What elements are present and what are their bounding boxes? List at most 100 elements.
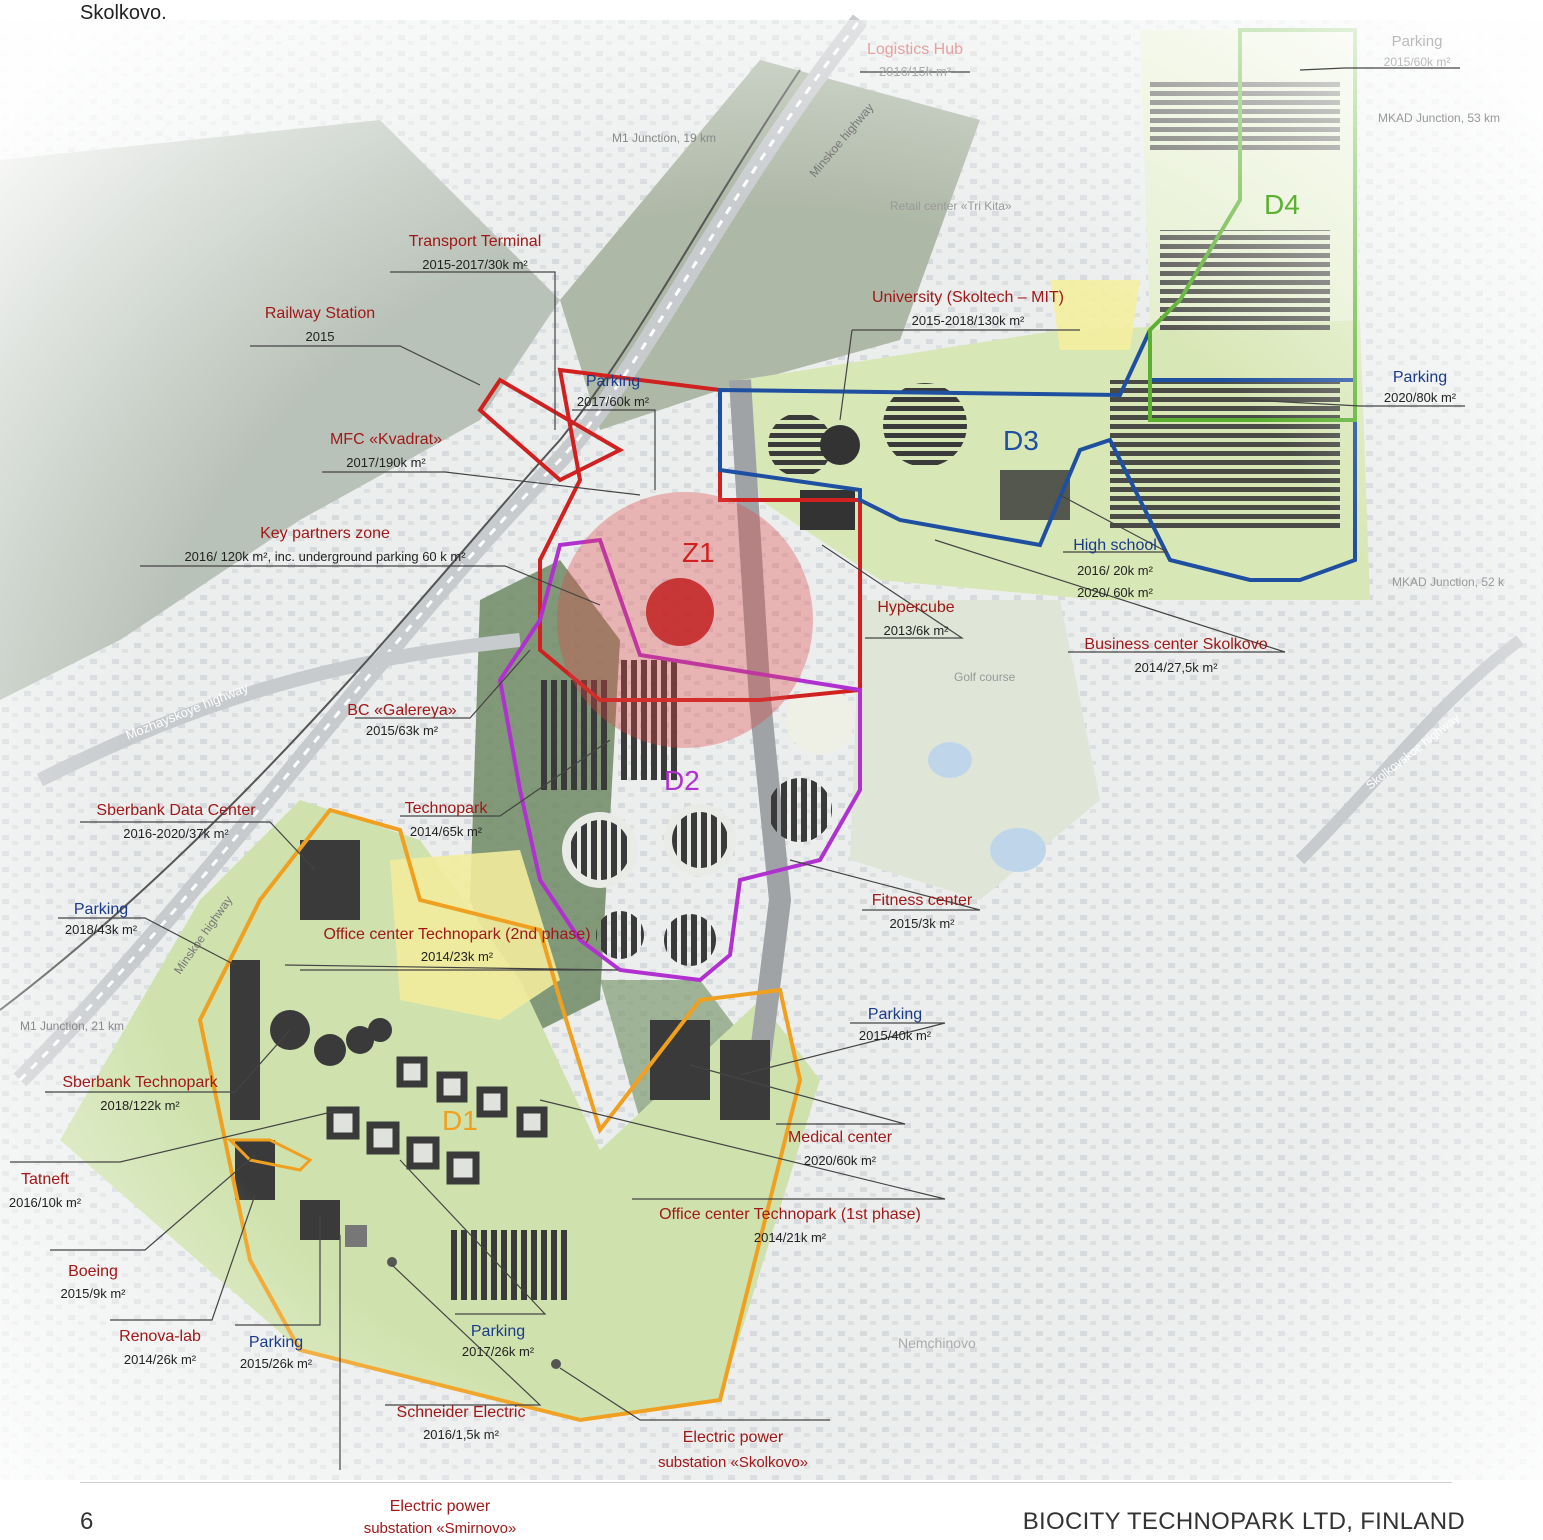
svg-text:2014/65k m²: 2014/65k m²: [410, 824, 483, 839]
svg-text:High school: High school: [1073, 537, 1157, 554]
label-medical-center: Medical center 2020/60k m²: [788, 1129, 893, 1168]
svg-text:Parking: Parking: [471, 1323, 525, 1340]
svg-text:Logistics Hub: Logistics Hub: [867, 41, 963, 58]
label-parking-2018: Parking 2018/43k m²: [65, 901, 138, 937]
label-renova-lab: Renova-lab 2014/26k m²: [119, 1328, 201, 1367]
label-business-center: Business center Skolkovo 2014/27,5k m²: [1084, 636, 1267, 675]
label-transport-terminal: Transport Terminal 2015-2017/30k m²: [409, 233, 542, 272]
svg-text:Medical center: Medical center: [788, 1129, 893, 1146]
label-tatneft: Tatneft 2016/10k m²: [9, 1171, 82, 1210]
zone-label-z1: Z1: [682, 537, 715, 568]
svg-text:2017/60k m²: 2017/60k m²: [577, 394, 650, 409]
svg-text:2016-2020/37k m²: 2016-2020/37k m²: [123, 826, 229, 841]
svg-text:Boeing: Boeing: [68, 1263, 118, 1280]
label-parking-2020: Parking 2020/80k m²: [1384, 369, 1457, 405]
footer-divider: [80, 1482, 1452, 1483]
svg-text:Electric power: Electric power: [683, 1429, 784, 1446]
label-power-skolkovo: Electric power substation «Skolkovo»: [658, 1429, 808, 1471]
label-high-school: High school 2016/ 20k m² 2020/ 60k m²: [1073, 537, 1157, 600]
svg-text:2014/27,5k m²: 2014/27,5k m²: [1134, 660, 1218, 675]
svg-text:2014/21k m²: 2014/21k m²: [754, 1230, 827, 1245]
svg-text:MFC «Kvadrat»: MFC «Kvadrat»: [330, 431, 442, 448]
svg-text:2020/80k m²: 2020/80k m²: [1384, 390, 1457, 405]
zone-label-d3: D3: [1003, 425, 1039, 456]
svg-text:University (Skoltech – MIT): University (Skoltech – MIT): [872, 289, 1064, 306]
svg-text:2020/60k m²: 2020/60k m²: [804, 1153, 877, 1168]
svg-text:2014/26k m²: 2014/26k m²: [124, 1352, 197, 1367]
svg-text:2015-2017/30k m²: 2015-2017/30k m²: [422, 257, 528, 272]
svg-text:Parking: Parking: [1393, 369, 1447, 386]
svg-text:2017/190k m²: 2017/190k m²: [346, 455, 426, 470]
svg-text:Office center Technopark (1st: Office center Technopark (1st phase): [659, 1206, 921, 1223]
svg-text:2020/ 60k m²: 2020/ 60k m²: [1077, 585, 1154, 600]
masterplan-map: D1 D2 D3 D4 Z1 Minskoe highway Minskoe h…: [0, 14, 1543, 1480]
label-schneider-electric: Schneider Electric 2016/1,5k m²: [397, 1404, 526, 1442]
svg-text:Parking: Parking: [868, 1006, 922, 1023]
svg-text:Fitness center: Fitness center: [872, 892, 973, 909]
svg-text:Railway Station: Railway Station: [265, 305, 375, 322]
retail-center-label: Retail center «Tri Kita»: [890, 199, 1012, 213]
label-parking-2015-26: Parking 2015/26k m²: [240, 1334, 313, 1371]
label-boeing: Boeing 2015/9k m²: [60, 1263, 126, 1301]
golf-course-label: Golf course: [954, 670, 1016, 684]
svg-text:2016/15k m²: 2016/15k m²: [879, 64, 952, 79]
svg-text:2015: 2015: [306, 329, 335, 344]
svg-text:Technopark: Technopark: [405, 800, 489, 817]
svg-text:2016/ 20k m²: 2016/ 20k m²: [1077, 563, 1154, 578]
svg-text:2015-2018/130k m²: 2015-2018/130k m²: [912, 313, 1025, 328]
svg-text:2015/63k m²: 2015/63k m²: [366, 723, 439, 738]
svg-text:substation «Skolkovo»: substation «Skolkovo»: [658, 1454, 808, 1471]
zone-label-d1: D1: [442, 1105, 478, 1136]
svg-text:Sberbank Technopark: Sberbank Technopark: [62, 1074, 218, 1091]
nemchinovo-label: Nemchinovo: [898, 1335, 976, 1351]
svg-text:2016/1,5k m²: 2016/1,5k m²: [423, 1427, 500, 1442]
m1-junction-19-label: M1 Junction, 19 km: [612, 131, 716, 145]
svg-text:Key partners zone: Key partners zone: [260, 525, 390, 542]
svg-text:Schneider Electric: Schneider Electric: [397, 1404, 526, 1421]
label-university: University (Skoltech – MIT) 2015-2018/13…: [872, 289, 1064, 328]
svg-text:2018/43k m²: 2018/43k m²: [65, 922, 138, 937]
page-number: 6: [80, 1508, 94, 1535]
label-parking-2015-40: Parking 2015/40k m²: [859, 1006, 932, 1043]
svg-text:2016/10k m²: 2016/10k m²: [9, 1195, 82, 1210]
svg-text:Parking: Parking: [74, 901, 128, 918]
mkad-junction-53-label: MKAD Junction, 53 km: [1378, 111, 1500, 125]
leader-lines: [10, 67, 1465, 1470]
svg-text:Parking: Parking: [249, 1334, 303, 1351]
svg-text:2015/9k m²: 2015/9k m²: [60, 1286, 126, 1301]
label-railway-station: Railway Station 2015: [265, 305, 375, 344]
label-office-technopark-2nd: Office center Technopark (2nd phase) 201…: [323, 926, 590, 964]
svg-text:2015/40k m²: 2015/40k m²: [859, 1028, 932, 1043]
company-name: BIOCITY TECHNOPARK LTD, FINLAND: [1022, 1508, 1465, 1535]
svg-text:Parking: Parking: [1392, 33, 1443, 50]
mkad-junction-52-label: MKAD Junction, 52 k: [1392, 575, 1505, 589]
svg-text:BC «Galereya»: BC «Galereya»: [347, 702, 456, 719]
label-technopark: Technopark 2014/65k m²: [405, 800, 489, 839]
svg-text:Sberbank Data Center: Sberbank Data Center: [96, 802, 256, 819]
svg-text:2015/3k m²: 2015/3k m²: [889, 916, 955, 931]
label-key-partners-zone: Key partners zone 2016/ 120k m², inc. un…: [184, 525, 466, 564]
svg-text:2015/60k m²: 2015/60k m²: [1384, 55, 1451, 69]
svg-text:Office center Technopark (2nd: Office center Technopark (2nd phase): [323, 926, 590, 943]
svg-text:2013/6k m²: 2013/6k m²: [883, 623, 949, 638]
svg-text:2017/26k m²: 2017/26k m²: [462, 1344, 535, 1359]
intro-text: Skolkovo.: [80, 2, 167, 24]
label-power-smirnovo: Electric power substation «Smirnovo»: [363, 1498, 517, 1537]
svg-text:Transport Terminal: Transport Terminal: [409, 233, 542, 250]
svg-text:Hypercube: Hypercube: [877, 599, 954, 616]
zone-label-d4: D4: [1264, 189, 1300, 220]
svg-text:2014/23k m²: 2014/23k m²: [421, 949, 494, 964]
label-bc-galereya: BC «Galereya» 2015/63k m²: [347, 702, 456, 738]
label-sberbank-data-center: Sberbank Data Center 2016-2020/37k m²: [96, 802, 256, 841]
label-sberbank-technopark: Sberbank Technopark 2018/122k m²: [62, 1074, 218, 1113]
m1-junction-21-label: M1 Junction, 21 km: [20, 1019, 124, 1033]
svg-text:Parking: Parking: [586, 373, 640, 390]
label-office-technopark-1st: Office center Technopark (1st phase) 201…: [659, 1206, 921, 1245]
label-logistics-hub: Logistics Hub 2016/15k m²: [867, 41, 963, 79]
svg-text:2016/ 120k m², inc. undergroun: 2016/ 120k m², inc. underground parking …: [184, 549, 466, 564]
label-fitness-center: Fitness center 2015/3k m²: [872, 892, 973, 931]
label-parking-2017-26: Parking 2017/26k m²: [462, 1323, 535, 1359]
svg-text:2018/122k m²: 2018/122k m²: [100, 1098, 180, 1113]
label-hypercube: Hypercube 2013/6k m²: [877, 599, 954, 638]
svg-text:2015/26k m²: 2015/26k m²: [240, 1356, 313, 1371]
